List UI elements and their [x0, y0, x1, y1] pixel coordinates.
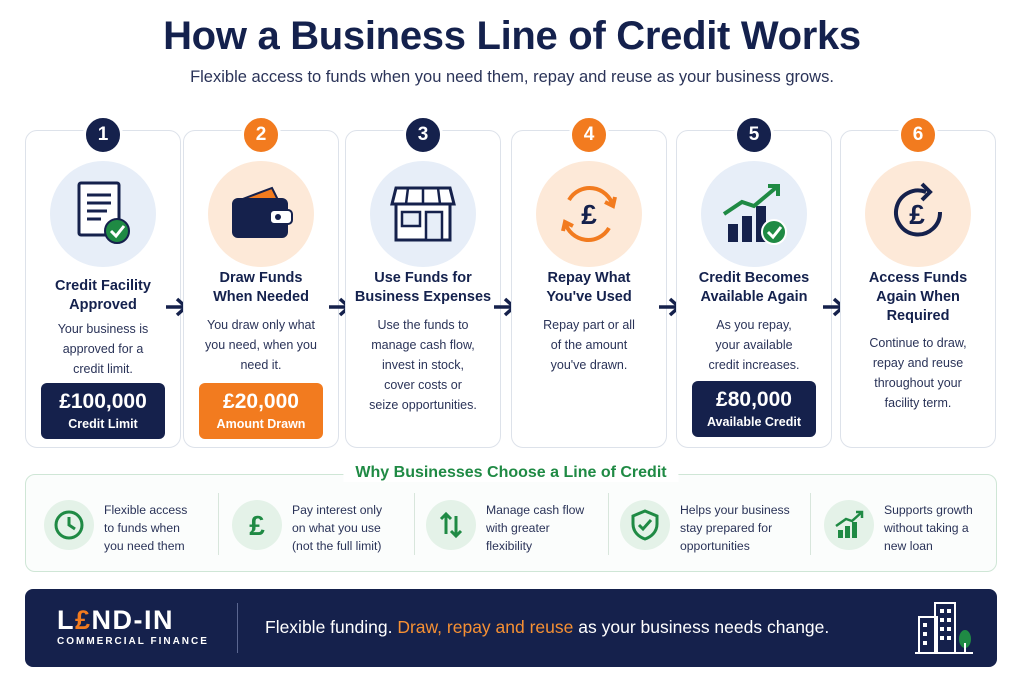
svg-text:£: £ [249, 510, 265, 541]
shield-check-icon [620, 500, 670, 550]
footer-divider [237, 603, 238, 653]
growth-chart-icon [701, 161, 807, 267]
storefront-icon [370, 161, 476, 267]
step-number-2: 2 [241, 115, 281, 155]
step-number-6: 6 [898, 115, 938, 155]
bar-chart-icon [824, 500, 874, 550]
pound-icon: £ [232, 500, 282, 550]
step-number-4: 4 [569, 115, 609, 155]
benefit-divider [218, 493, 219, 555]
benefit-divider [810, 493, 811, 555]
why-choose-title: Why Businesses Choose a Line of Credit [343, 464, 679, 482]
page-subtitle: Flexible access to funds when you need t… [190, 68, 834, 86]
svg-text:£: £ [581, 199, 597, 230]
benefit-divider [414, 493, 415, 555]
lend-in-logo: L£ND-IN COMMERCIAL FINANCE [57, 605, 209, 647]
step-number-5: 5 [734, 115, 774, 155]
why-choose-panel: Why Businesses Choose a Line of Credit F… [25, 464, 997, 572]
benefit-divider [608, 493, 609, 555]
footer-tagline: Flexible funding. Draw, repay and reuse … [265, 617, 830, 637]
svg-text:£: £ [909, 199, 925, 230]
approved-document-icon [50, 161, 156, 267]
building-icon [913, 599, 975, 657]
step-number-3: 3 [403, 115, 443, 155]
page-title: How a Business Line of Credit Works [163, 14, 861, 58]
footer-banner: L£ND-IN COMMERCIAL FINANCE Flexible fund… [25, 589, 997, 667]
clock-icon [44, 500, 94, 550]
step-number-1: 1 [83, 115, 123, 155]
pound-refresh-icon: £ [865, 161, 971, 267]
credit-limit-badge: £100,000 Credit Limit [41, 383, 165, 439]
wallet-icon [208, 161, 314, 267]
available-credit-badge: £80,000 Available Credit [692, 381, 816, 437]
pound-cycle-icon: £ [536, 161, 642, 267]
amount-drawn-badge: £20,000 Amount Drawn [199, 383, 323, 439]
up-down-arrows-icon [426, 500, 476, 550]
